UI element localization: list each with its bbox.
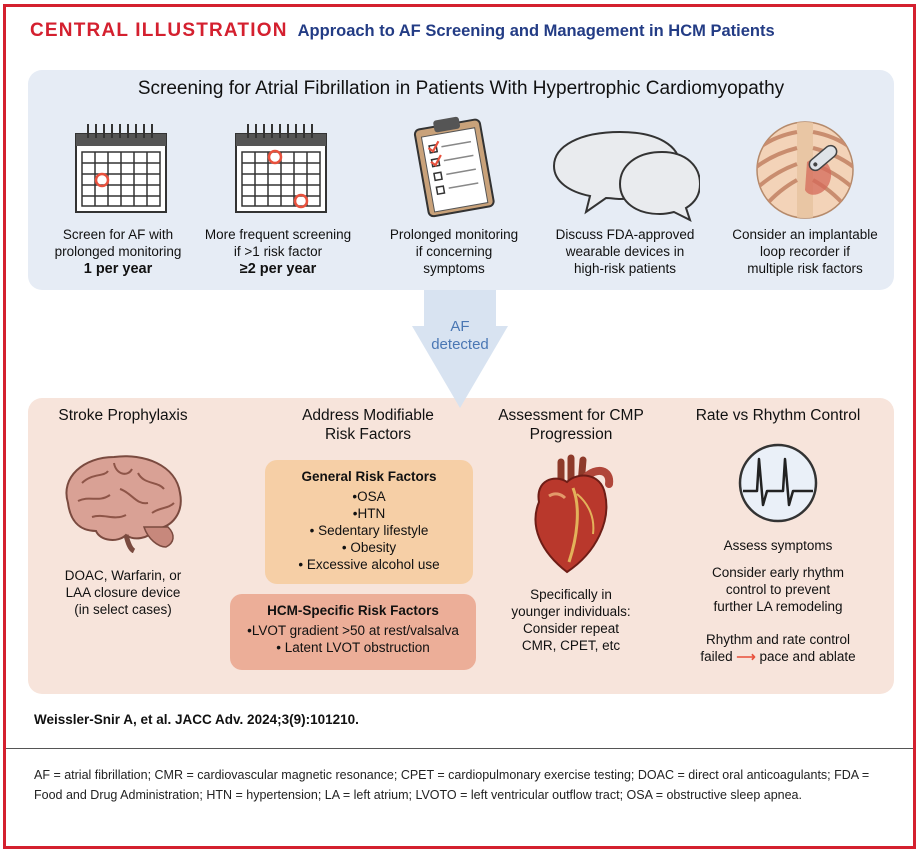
section-title-line: Assessment for CMP: [498, 407, 644, 424]
calendar-icon: [218, 112, 338, 222]
step-line: if concerning: [415, 244, 493, 259]
divider: [6, 748, 913, 749]
citation: Weissler-Snir A, et al. JACC Adv. 2024;3…: [34, 712, 359, 727]
screening-step-frequent: More frequent screening if >1 risk facto…: [193, 112, 363, 279]
step-line: Consider an implantable: [732, 227, 878, 242]
section-title-line: Risk Factors: [324, 426, 412, 443]
arrow-line: detected: [431, 336, 489, 353]
assess-symptoms: Assess symptoms: [723, 538, 833, 553]
rhythm-line: control to prevent: [725, 582, 831, 597]
stroke-prophylaxis-section: Stroke Prophylaxis DOAC, Warfarin, or LA…: [38, 406, 208, 618]
stroke-line: DOAC, Warfarin, or: [64, 568, 182, 583]
right-arrow-icon: ⟶: [736, 649, 756, 664]
screening-panel: Screening for Atrial Fibrillation in Pat…: [28, 70, 894, 290]
step-text: Discuss FDA-approved wearable devices in…: [540, 226, 710, 277]
rhythm-line: Consider early rhythm: [711, 565, 845, 580]
section-title-line: Progression: [529, 426, 613, 443]
clipboard-checklist-icon: [394, 112, 514, 222]
step-line: Prolonged monitoring: [389, 227, 519, 242]
management-panel: Stroke Prophylaxis DOAC, Warfarin, or LA…: [28, 398, 894, 694]
step-line: symptoms: [423, 261, 485, 276]
step-line: loop recorder if: [759, 244, 851, 259]
failed-control-text: Rhythm and rate control failed ⟶ pace an…: [678, 631, 878, 665]
step-text: Consider an implantable loop recorder if…: [720, 226, 890, 277]
step-line: high-risk patients: [573, 261, 677, 276]
loop-recorder-chest-icon: [745, 112, 865, 222]
step-line: wearable devices in: [565, 244, 685, 259]
screening-step-prolonged: Prolonged monitoring if concerning sympt…: [369, 112, 539, 277]
step-line: multiple risk factors: [747, 261, 863, 276]
pace-ablate-label: pace and ablate: [759, 649, 856, 664]
section-title-line: Address Modifiable: [302, 407, 434, 424]
risk-item: • Excessive alcohol use: [298, 557, 440, 572]
hcm-risk-title: HCM-Specific Risk Factors: [267, 603, 439, 618]
risk-item: •HTN: [352, 506, 386, 521]
step-line: Discuss FDA-approved: [555, 227, 695, 242]
cmp-line: CMR, CPET, etc: [521, 638, 621, 653]
central-illustration-label: CENTRAL ILLUSTRATION: [30, 20, 288, 41]
ecg-monitor-icon: [678, 441, 878, 525]
abbreviations: AF = atrial fibrillation; CMR = cardiova…: [34, 768, 870, 802]
screening-step-wearables: Discuss FDA-approved wearable devices in…: [540, 112, 710, 277]
rhythm-line: Rhythm and rate control: [705, 632, 851, 647]
illustration-title: Approach to AF Screening and Management …: [297, 22, 775, 40]
risk-factors-section: Address Modifiable Risk Factors: [258, 406, 478, 444]
step-text: More frequent screening if >1 risk facto…: [193, 226, 363, 260]
section-title: Stroke Prophylaxis: [58, 407, 188, 424]
screening-step-annual: Screen for AF with prolonged monitoring …: [33, 112, 203, 279]
failed-label: failed: [700, 649, 733, 664]
general-risk-factors-box: General Risk Factors •OSA •HTN • Sedenta…: [265, 460, 473, 584]
screening-frequency: ≥2 per year: [239, 261, 317, 277]
arrow-line: AF: [450, 318, 470, 335]
cmp-line: Specifically in: [530, 587, 612, 602]
step-text: Prolonged monitoring if concerning sympt…: [369, 226, 539, 277]
heart-icon: [483, 448, 659, 578]
step-line: prolonged monitoring: [54, 244, 182, 259]
screening-frequency: 1 per year: [83, 261, 153, 277]
screening-step-loop-recorder: Consider an implantable loop recorder if…: [720, 112, 890, 277]
failed-line: failed ⟶ pace and ablate: [678, 648, 878, 665]
risk-item: •LVOT gradient >50 at rest/valsalva: [247, 623, 459, 638]
risk-item: • Obesity: [341, 540, 397, 555]
general-risk-title: General Risk Factors: [301, 469, 437, 484]
risk-item: • Latent LVOT obstruction: [276, 640, 430, 655]
cmp-line: younger individuals:: [511, 604, 631, 619]
stroke-line: LAA closure device: [65, 585, 181, 600]
header: CENTRAL ILLUSTRATION Approach to AF Scre…: [30, 20, 775, 46]
section-title: Rate vs Rhythm Control: [695, 407, 861, 424]
stroke-line: (in select cases): [74, 602, 172, 617]
risk-item: • Sedentary lifestyle: [309, 523, 429, 538]
cmp-text: Specifically in younger individuals: Con…: [483, 586, 659, 654]
calendar-icon: [58, 112, 178, 222]
screening-title: Screening for Atrial Fibrillation in Pat…: [137, 78, 785, 99]
af-detected-arrow: AF detected: [380, 290, 540, 410]
step-line: More frequent screening: [204, 227, 352, 242]
cmp-progression-section: Assessment for CMP Progression Specifica…: [483, 406, 659, 654]
rhythm-line: further LA remodeling: [713, 599, 843, 614]
step-line: Screen for AF with: [62, 227, 174, 242]
speech-bubbles-icon: [550, 112, 702, 222]
af-detected-label: AF detected: [380, 318, 540, 354]
cmp-line: Consider repeat: [522, 621, 620, 636]
hcm-risk-factors-box: HCM-Specific Risk Factors •LVOT gradient…: [230, 594, 476, 670]
rate-rhythm-section: Rate vs Rhythm Control Assess symptoms C…: [678, 406, 878, 665]
early-rhythm-text: Consider early rhythm control to prevent…: [678, 564, 878, 615]
risk-item: •OSA: [352, 489, 386, 504]
brain-icon: [38, 443, 208, 567]
step-line: if >1 risk factor: [233, 244, 323, 259]
step-text: Screen for AF with prolonged monitoring: [33, 226, 203, 260]
stroke-text: DOAC, Warfarin, or LAA closure device (i…: [38, 567, 208, 618]
